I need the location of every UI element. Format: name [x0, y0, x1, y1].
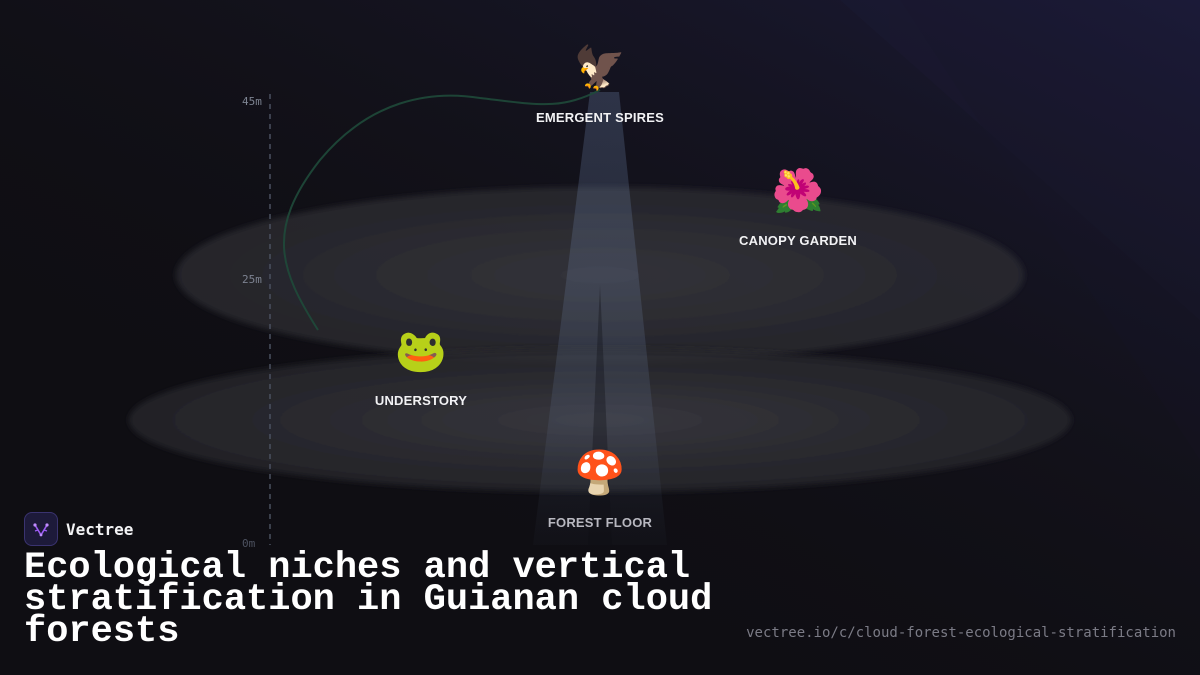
tree-logo-icon: [24, 512, 58, 546]
page-title: Ecological niches and vertical stratific…: [24, 547, 713, 653]
layer-label-canopy-garden: CANOPY GARDEN: [739, 233, 857, 248]
page-url[interactable]: vectree.io/c/cloud-forest-ecological-str…: [746, 625, 1176, 641]
layer-label-forest-floor: FOREST FLOOR: [547, 515, 653, 530]
light-beam: [533, 92, 667, 545]
background-rays: [840, 0, 1200, 460]
light-beam-shadow: [588, 285, 612, 545]
vine-curve: [282, 89, 601, 331]
brand[interactable]: Vectree: [24, 512, 133, 546]
layer-label-understory: UNDERSTORY: [374, 393, 468, 408]
height-tick-25m: 25m: [242, 273, 262, 286]
layer-label-emergent-spires: EMERGENT SPIRES: [536, 110, 664, 125]
height-tick-0m: 0m: [242, 537, 256, 550]
hibiscus-icon: 🌺: [771, 166, 825, 215]
eagle-icon: 🦅: [573, 43, 627, 92]
mushroom-icon: 🍄: [573, 448, 627, 497]
height-tick-45m: 45m: [242, 95, 262, 108]
frog-icon: 🐸: [394, 326, 448, 375]
brand-name: Vectree: [66, 519, 134, 539]
